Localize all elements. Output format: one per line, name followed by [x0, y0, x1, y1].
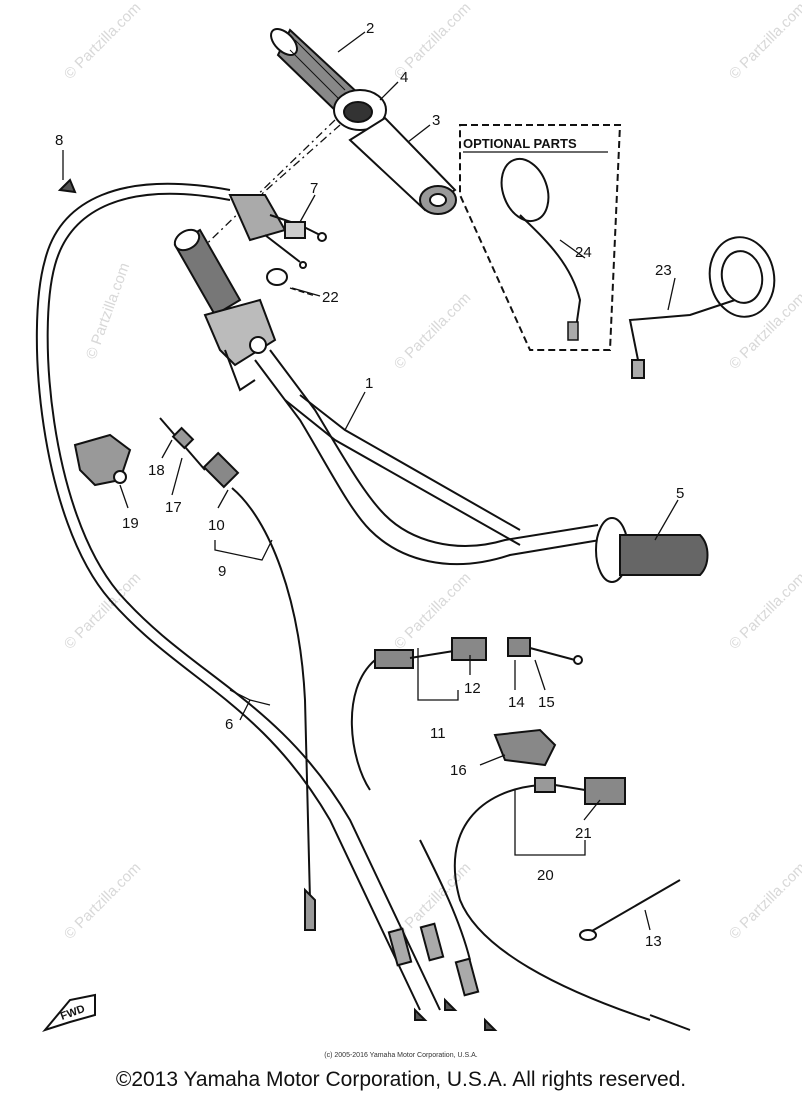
- callout-8: 8: [55, 132, 63, 149]
- watermark: © Partzilla.com: [61, 0, 144, 83]
- callout-14: 14: [508, 694, 525, 711]
- callout-15: 15: [538, 694, 555, 711]
- optional-parts-label: OPTIONAL PARTS: [463, 136, 577, 151]
- watermark: © Partzilla.com: [726, 569, 802, 652]
- callout-21: 21: [575, 825, 592, 842]
- callout-19: 19: [122, 515, 139, 532]
- clutch-cable: [453, 777, 691, 1031]
- assembly-lines: [189, 119, 341, 261]
- washer-22: [266, 268, 288, 286]
- callout-3: 3: [432, 112, 440, 129]
- callout-6: 6: [225, 716, 233, 733]
- watermark: © Partzilla.com: [61, 859, 144, 942]
- fwd-arrow: FWD: [42, 993, 96, 1032]
- watermark: © Partzilla.com: [61, 569, 144, 652]
- throttle-housing: [228, 194, 327, 269]
- leader-lines: [62, 31, 679, 931]
- callout-17: 17: [165, 499, 182, 516]
- throttle-cables-6: [35, 178, 441, 1011]
- callout-1: 1: [365, 375, 373, 392]
- callout-20: 20: [537, 867, 554, 884]
- callout-22: 22: [322, 289, 339, 306]
- watermark: © Partzilla.com: [726, 859, 802, 942]
- callout-10: 10: [208, 517, 225, 534]
- callout-2: 2: [366, 20, 374, 37]
- strap-13: [579, 879, 681, 941]
- callout-24: 24: [575, 244, 592, 261]
- watermark-dark: © Partzilla.com: [83, 261, 134, 362]
- callout-12: 12: [464, 680, 481, 697]
- callout-4: 4: [400, 69, 408, 86]
- cable-adjuster: [159, 417, 316, 931]
- callout-9: 9: [218, 563, 226, 580]
- lever-holder-16: [493, 728, 557, 767]
- watermark: © Partzilla.com: [726, 0, 802, 83]
- callout-23: 23: [655, 262, 672, 279]
- choke-cable: [350, 637, 583, 791]
- callout-7: 7: [310, 180, 318, 197]
- callout-18: 18: [148, 462, 165, 479]
- optional-parts-box: OPTIONAL PARTS: [459, 124, 622, 351]
- watermark: © Partzilla.com: [391, 289, 474, 372]
- copyright-footer: ©2013 Yamaha Motor Corporation, U.S.A. A…: [115, 1068, 687, 1091]
- callout-11: 11: [430, 725, 446, 742]
- mirror-23: [628, 236, 776, 379]
- lever-holder-19: [73, 433, 132, 487]
- left-grip: [173, 228, 277, 392]
- callouts: 2 4 3 8 7 24 23 22 1 18 5 17 19 10 9 12 …: [55, 20, 684, 950]
- callout-5: 5: [676, 485, 684, 502]
- handlebar-1: [254, 349, 601, 566]
- grip-5: [595, 517, 709, 583]
- throttle-tube-3: [348, 116, 457, 215]
- callout-13: 13: [645, 933, 662, 950]
- collar-4: [333, 89, 387, 131]
- callout-16: 16: [450, 762, 467, 779]
- leader-22: [289, 287, 316, 297]
- cable-ends: [387, 839, 498, 1031]
- copyright-small: (c) 2005-2016 Yamaha Motor Corporation, …: [324, 1052, 478, 1059]
- watermarks: © Partzilla.com © Partzilla.com © Partzi…: [61, 0, 802, 943]
